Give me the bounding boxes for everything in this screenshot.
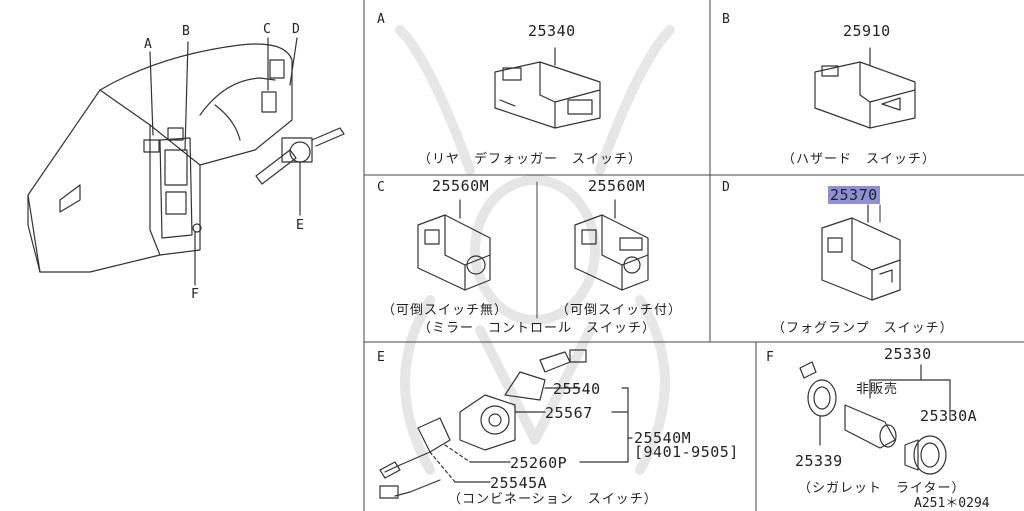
panel-f-caption: （シガレット ライター） <box>798 481 966 496</box>
fog-lamp-switch-drawing <box>821 204 901 301</box>
watermark-emblem <box>395 25 675 475</box>
not-for-sale-note: 非販売 <box>856 382 899 397</box>
panel-e-caption: （コンビネーション スイッチ） <box>448 492 658 507</box>
callout-c: C <box>263 22 271 37</box>
panel-d-letter: D <box>722 180 730 195</box>
callout-a: A <box>144 37 152 52</box>
part-number-25910[interactable]: 25910 <box>843 22 891 40</box>
mirror-switch-left-drawing <box>417 199 491 291</box>
part-number-25540m[interactable]: 25540M <box>634 429 692 447</box>
part-number-25540[interactable]: 25540 <box>553 380 601 398</box>
panel-grid <box>363 0 1024 511</box>
part-number-25545a[interactable]: 25545A <box>490 474 548 492</box>
panel-c-caption: （ミラー コントロール スイッチ） <box>418 321 657 336</box>
panel-c-caption-right: （可倒スイッチ付） <box>556 303 683 318</box>
part-number-25260p[interactable]: 25260P <box>510 454 568 472</box>
part-number-25567[interactable]: 25567 <box>545 404 593 422</box>
callout-e: E <box>296 218 304 233</box>
panel-a-letter: A <box>377 12 385 27</box>
panel-b-letter: B <box>722 12 730 27</box>
callout-f: F <box>191 287 199 302</box>
part-number-25339[interactable]: 25339 <box>795 452 843 470</box>
diagram-reference-code: A251＊0294 <box>914 496 990 511</box>
panel-f-letter: F <box>766 350 774 365</box>
part-25540m-date-range: [9401-9505] <box>634 443 739 461</box>
hazard-switch-drawing <box>814 47 916 129</box>
combination-switch-drawing <box>379 349 633 499</box>
rear-defogger-switch-drawing <box>494 47 601 129</box>
dashboard-overview-drawing <box>27 37 298 286</box>
panel-a-caption: （リヤ デフォッガー スイッチ） <box>418 152 643 167</box>
panel-e-letter: E <box>377 350 385 365</box>
part-number-25560m-left[interactable]: 25560M <box>432 177 490 195</box>
callout-d: D <box>292 22 300 37</box>
part-number-25340[interactable]: 25340 <box>528 22 576 40</box>
overview-combination-switch <box>255 127 345 216</box>
panel-b-caption: （ハザード スイッチ） <box>782 152 937 167</box>
panel-c-letter: C <box>377 180 385 195</box>
panel-d-caption: （フォグランプ スイッチ） <box>772 321 954 336</box>
panel-c-caption-left: （可倒スイッチ無） <box>382 303 509 318</box>
cigarette-lighter-drawing <box>799 361 951 475</box>
part-number-25560m-right[interactable]: 25560M <box>588 177 646 195</box>
mirror-switch-right-drawing <box>574 199 649 291</box>
part-number-25370[interactable]: 25370 <box>828 186 880 204</box>
callout-b: B <box>182 24 190 39</box>
part-number-25330a[interactable]: 25330A <box>920 407 978 425</box>
part-number-25330[interactable]: 25330 <box>884 345 932 363</box>
part-number-25370-highlight: 25370 <box>828 186 880 204</box>
